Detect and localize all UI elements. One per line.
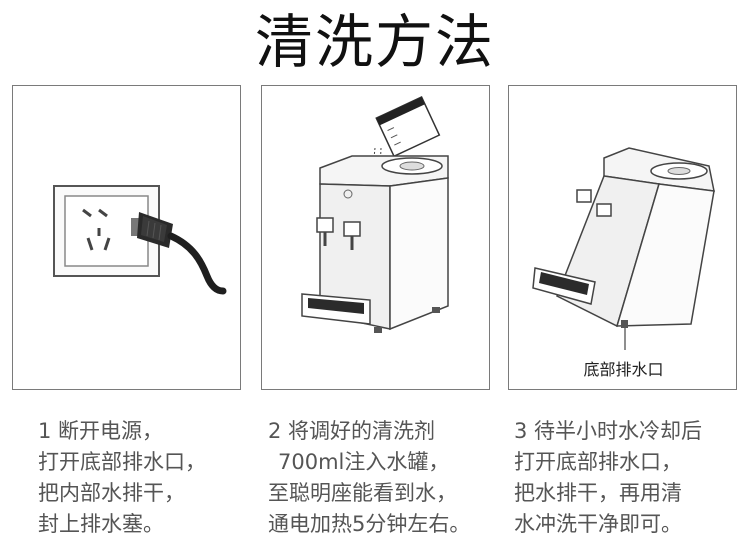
illustration-panel-unplug <box>12 85 241 390</box>
step-2-line: 2 将调好的清洗剂 <box>268 419 436 443</box>
illustration-panel-pour <box>261 85 490 390</box>
water-dispenser-icon <box>301 155 449 333</box>
socket-plug-illustration <box>53 185 227 295</box>
step-1-line: 打开底部排水口， <box>38 450 206 474</box>
step-3-line: 水冲洗干净即可。 <box>514 512 682 536</box>
measuring-cup-icon <box>372 96 441 171</box>
step-3-line: 打开底部排水口， <box>514 450 682 474</box>
step-1-line: 把内部水排干， <box>38 481 185 505</box>
power-plug-icon <box>131 212 227 295</box>
step-3-line: 把水排干，再用清 <box>514 481 682 505</box>
step-2-caption: 2 将调好的清洗剂 700ml注入水罐， 至聪明座能看到水， 通电加热5分钟左右… <box>268 416 470 540</box>
step-3-caption: 3 待半小时水冷却后 打开底部排水口， 把水排干，再用清 水冲洗干净即可。 <box>514 416 702 540</box>
step-2-line: 至聪明座能看到水， <box>268 481 457 505</box>
illustration-panel-drain: 底部排水口 <box>508 85 737 390</box>
page-title: 清洗方法 <box>254 8 495 76</box>
dispenser-drain-illustration <box>532 147 715 350</box>
step-1-line: 1 断开电源， <box>38 419 164 443</box>
water-dispenser-tilted-icon <box>532 147 715 350</box>
step-3-line: 3 待半小时水冷却后 <box>514 419 703 443</box>
step-1-line: 封上排水塞。 <box>38 512 164 536</box>
step-2-line: 通电加热5分钟左右。 <box>268 512 471 536</box>
dispenser-pour-illustration <box>301 96 449 333</box>
step-2-line: 700ml注入水罐， <box>278 450 450 474</box>
step-1-caption: 1 断开电源， 打开底部排水口， 把内部水排干， 封上排水塞。 <box>38 416 206 540</box>
drain-outlet-label: 底部排水口 <box>583 360 664 379</box>
